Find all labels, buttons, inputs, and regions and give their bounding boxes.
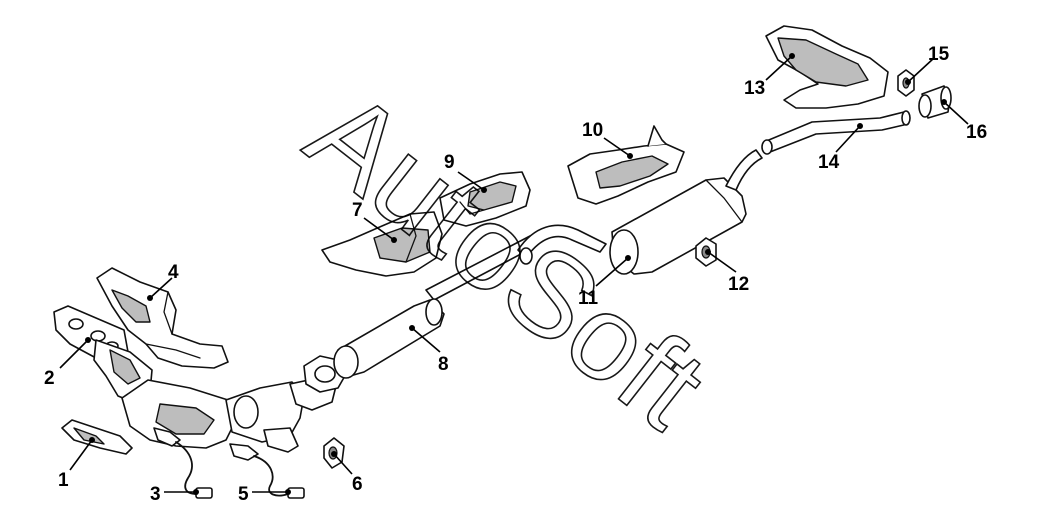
exhaust-manifold-catalytic-converter (93, 339, 337, 453)
upper-heat-shield (439, 171, 531, 227)
callout-15: 15 (928, 44, 950, 65)
callout-5: 5 (238, 484, 249, 505)
callout-9: 9 (444, 152, 455, 173)
callout-2: 2 (44, 368, 55, 389)
callout-11: 11 (578, 288, 599, 309)
callout-1: 1 (58, 470, 69, 491)
intermediate-pipe (517, 224, 607, 265)
callout-4: 4 (168, 262, 179, 283)
tail-pipe (761, 110, 911, 155)
tail-pipe-trim (918, 85, 952, 119)
leader-lines (59, 53, 969, 495)
callout-7: 7 (352, 200, 363, 221)
callout-16: 16 (966, 122, 987, 143)
callout-6: 6 (352, 474, 363, 495)
callout-8: 8 (438, 354, 449, 375)
rear-oxygen-sensor (229, 443, 305, 499)
manifold-heat-shield (96, 267, 229, 369)
callout-14: 14 (818, 152, 840, 173)
rear-large-heat-shield (765, 25, 889, 109)
callout-numbers: 1 2 3 4 5 6 7 8 9 10 11 12 13 14 15 16 (44, 44, 987, 505)
callout-10: 10 (582, 120, 603, 141)
callout-12: 12 (728, 274, 749, 295)
callout-13: 13 (744, 78, 765, 99)
callout-3: 3 (150, 484, 161, 505)
center-resonator (333, 235, 537, 379)
rear-heat-shield (567, 125, 685, 205)
lower-heat-shield (61, 419, 133, 455)
rear-muffler (609, 149, 763, 275)
